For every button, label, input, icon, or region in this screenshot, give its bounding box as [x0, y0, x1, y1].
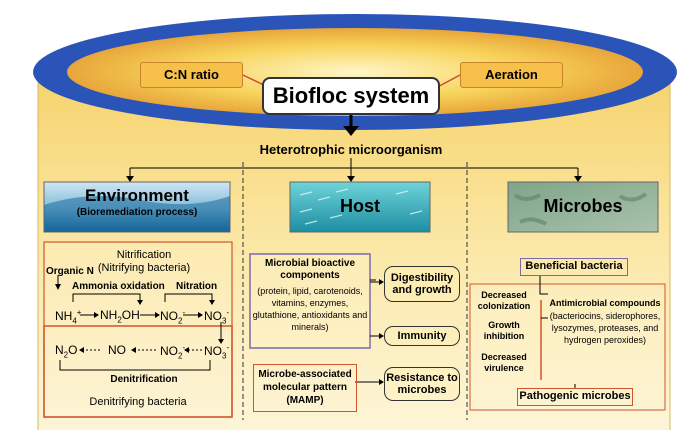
ammonia-oxidation-label: Ammonia oxidation: [72, 281, 165, 292]
nitration-label: Nitration: [176, 281, 218, 292]
antimicrobial-compounds-box: Antimicrobial compounds (bacteriocins, s…: [548, 298, 662, 346]
decreased-virulence-label: Decreased virulence: [481, 352, 527, 373]
decreased-colonization-label: Decreased colonization: [477, 290, 531, 311]
beneficial-bacteria-box: Beneficial bacteria: [520, 258, 628, 276]
pathogenic-microbes-box: Pathogenic microbes: [517, 388, 633, 406]
hydroxylamine-label: NH2OH: [100, 308, 140, 325]
nitrification-label: Nitrification: [116, 249, 172, 261]
immunity-box: Immunity: [384, 326, 460, 346]
antimicrobial-title: Antimicrobial compounds: [549, 298, 661, 308]
denitrification-label: Denitrification: [110, 374, 178, 385]
biofloc-title: Biofloc system: [262, 77, 440, 115]
growth-inhibition-label: Growth inhibition: [483, 320, 525, 341]
environment-subtitle: (Bioremediation process): [76, 207, 198, 218]
antimicrobial-list: (bacteriocins, siderophores, lysozymes, …: [549, 311, 661, 345]
resistance-box: Resistance to microbes: [384, 367, 460, 401]
nitrite-reverse-label: NO2-: [160, 343, 186, 361]
nitrous-oxide-label: N2O: [55, 343, 78, 360]
host-banner: Host: [340, 196, 380, 216]
denitrifying-bacteria-label: Denitrifying bacteria: [89, 396, 187, 408]
nitrate-reverse-label: NO3-: [204, 343, 230, 361]
microbes-banner: Microbes: [543, 196, 623, 216]
bioactive-components-list: (protein, lipid, carotenoids, vitamins, …: [252, 286, 368, 332]
bioactive-components-title: Microbial bioactive components: [264, 258, 356, 281]
environment-title: Environment: [85, 186, 189, 205]
tank-surface: [67, 28, 643, 116]
digestibility-growth-box: Digestibility and growth: [384, 266, 460, 302]
organic-n-label: Organic N: [46, 266, 94, 277]
nitric-oxide-label: NO: [108, 343, 126, 357]
nitrite-label: NO2-: [160, 308, 186, 326]
nitrate-label: NO3-: [204, 308, 230, 326]
ammonium-label: NH4+: [55, 308, 82, 326]
mamp-box: Microbe-associated molecular pattern (MA…: [253, 364, 357, 412]
bioactive-components-box: Microbial bioactive components (protein,…: [252, 258, 368, 333]
environment-banner: Environment (Bioremediation process): [44, 186, 230, 218]
nitrifying-bacteria-label: (Nitrifying bacteria): [97, 262, 191, 274]
cn-ratio-tag: C:N ratio: [140, 62, 243, 88]
aeration-tag: Aeration: [460, 62, 563, 88]
heterotrophic-label: Heterotrophic microorganism: [259, 142, 443, 157]
